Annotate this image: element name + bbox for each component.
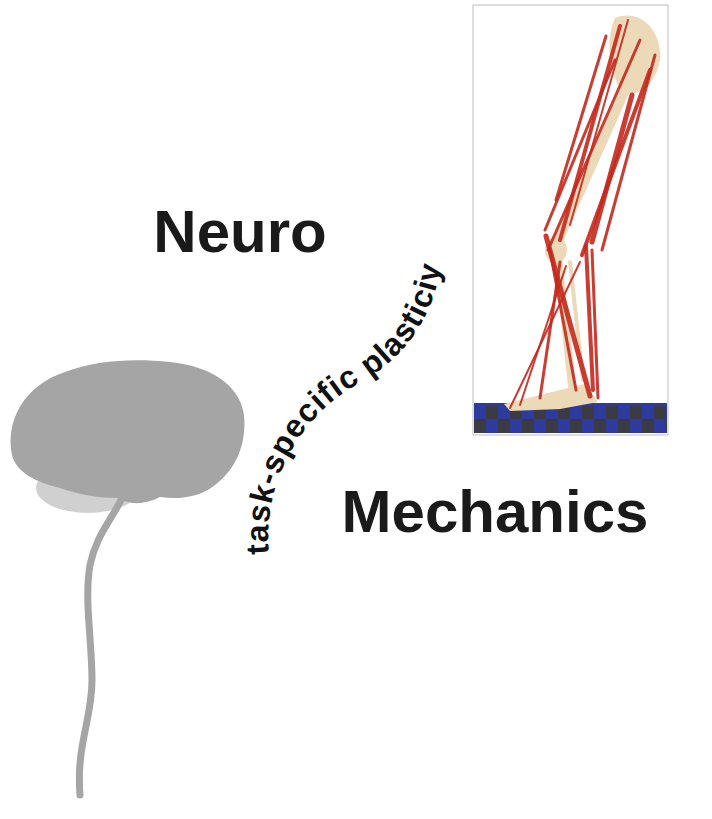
muscle-line (592, 250, 598, 398)
floor-strip (474, 405, 667, 433)
region-title: Neuro (153, 199, 326, 265)
floor-edge (474, 403, 667, 406)
neuro-region: Neuro (34, 60, 698, 724)
femur-bone (556, 88, 626, 245)
region-shape (34, 60, 698, 724)
muscle-line (592, 95, 632, 242)
region-shape (34, 60, 698, 724)
region-fill (35, 80, 524, 723)
brain-lobe (36, 463, 140, 513)
muscle-line (582, 70, 650, 255)
mechanics-region: Mechanics (34, 60, 698, 724)
muscle-line (556, 36, 606, 200)
brain-figure (11, 360, 245, 795)
tibia-bone (558, 258, 572, 386)
muscle-line (550, 250, 576, 390)
fibula-bone (570, 262, 583, 380)
muscle-line (510, 262, 580, 408)
muscle-line (560, 26, 620, 240)
region-fill (208, 61, 697, 704)
text-holder: Mechanics (342, 479, 649, 545)
spinal-cord (79, 494, 124, 795)
foot-bone (504, 384, 598, 411)
model-frame (473, 5, 668, 435)
knee-bone (545, 237, 567, 263)
muscle-line (570, 20, 628, 225)
muscle-line (545, 60, 615, 230)
muscle-line (586, 246, 593, 390)
pelvis-bone (609, 16, 660, 94)
muscle-line (520, 266, 566, 405)
region-title: Mechanics (342, 479, 649, 545)
muscle-line (540, 262, 560, 398)
text-holder: Neuro (153, 199, 326, 265)
muscle-line (546, 236, 590, 396)
muscle-line (602, 55, 655, 250)
leg-model (473, 5, 668, 435)
brain-silhouette (11, 360, 245, 503)
muscle-line (548, 40, 640, 250)
